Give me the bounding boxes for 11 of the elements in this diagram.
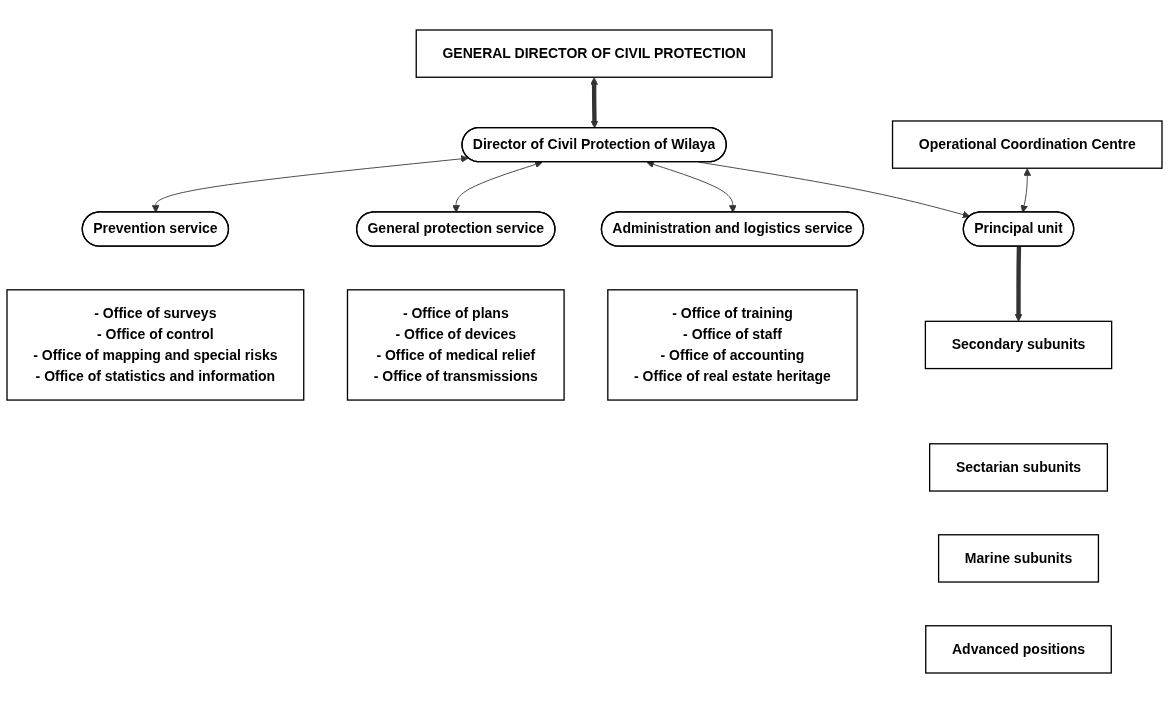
node-box: Secondary subunits	[924, 320, 1113, 369]
node-box: - Office of surveys - Office of control - Office of mapping and special risks - Office of statistics and information	[6, 288, 305, 401]
node-box: Operational Coordination Centre	[891, 119, 1163, 169]
node-box: - Office of training - Office of staff - Office of accounting - Office of real estate heritage	[607, 288, 858, 401]
node-box: Marine subunits	[937, 533, 1100, 583]
node-box: Sectarian subunits	[929, 442, 1109, 492]
node-box: Advanced positions	[925, 624, 1112, 674]
arrow	[1014, 245, 1023, 322]
arrow	[590, 76, 599, 128]
node-box: GENERAL DIRECTOR OF CIVIL PROTECTION	[415, 28, 773, 78]
node-box: - Office of plans - Office of devices - Office of medical relief - Office of transmissions	[346, 288, 565, 401]
